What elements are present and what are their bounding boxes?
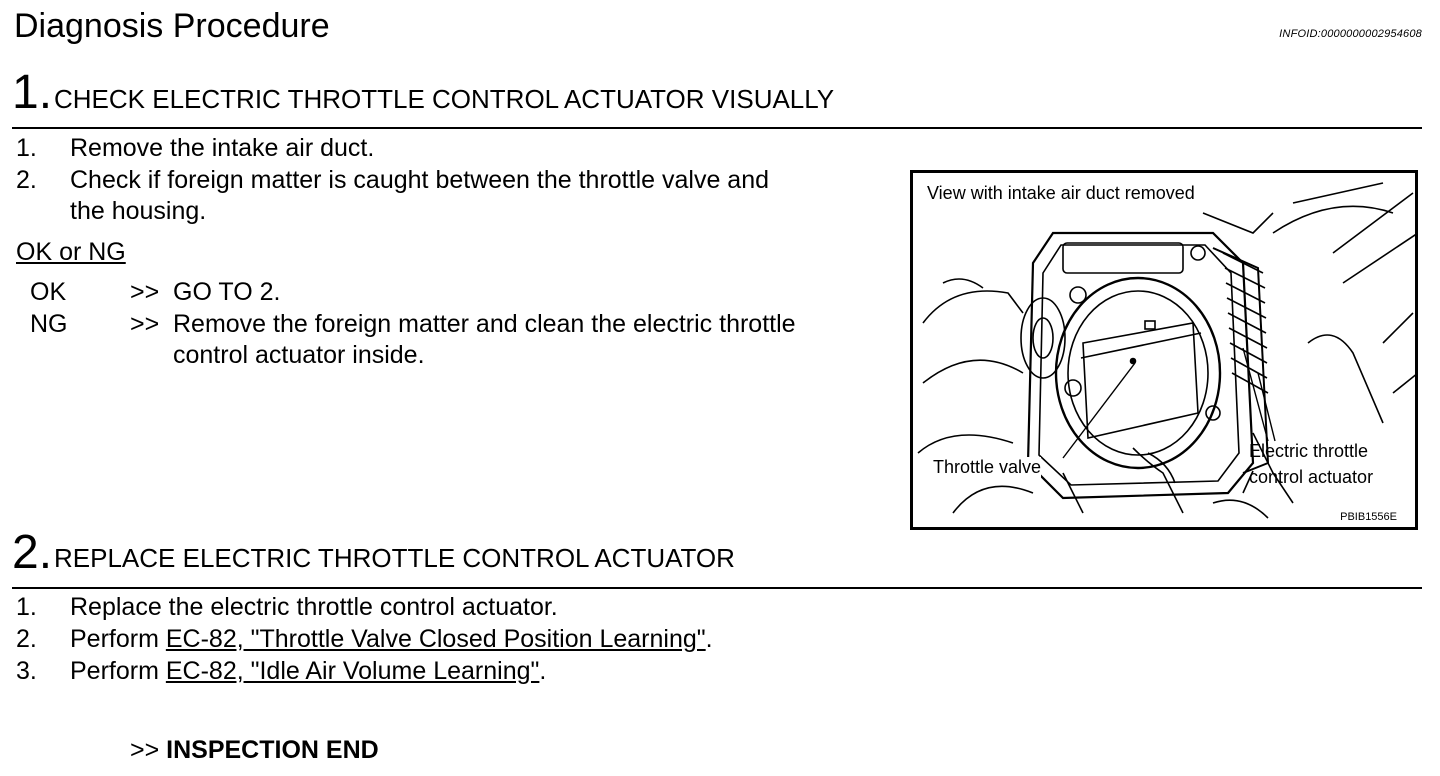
actuator-label-line2: control actuator: [1249, 467, 1374, 487]
inspection-end-arrow: >>: [130, 736, 160, 764]
step1-item-2-number: 2.: [16, 166, 37, 194]
throttle-valve-label: Throttle valve: [933, 457, 1042, 478]
page-title: Diagnosis Procedure: [14, 7, 330, 45]
step1-item-2-text-cont: the housing.: [70, 197, 207, 225]
ok-or-ng-label: OK or NG: [16, 238, 126, 266]
step2-item-3-suffix: .: [539, 657, 547, 685]
throttle-body-illustration: View with intake air duct removed Thrott…: [910, 170, 1418, 530]
result-ok-arrow: >>: [130, 278, 160, 306]
figure-caption: View with intake air duct removed: [927, 183, 1195, 203]
step1-title: CHECK ELECTRIC THROTTLE CONTROL ACTUATOR…: [54, 84, 835, 114]
result-ng-arrow: >>: [130, 310, 160, 338]
step2-item-2-number: 2.: [16, 625, 37, 653]
link-idle-air-volume-learning[interactable]: EC-82, "Idle Air Volume Learning": [165, 657, 540, 685]
actuator-label-line1: Electric throttle: [1249, 441, 1369, 461]
result-ng-text-cont: control actuator inside.: [173, 341, 425, 369]
step2-divider: [12, 587, 1422, 589]
step2-item-2-prefix: Perform: [70, 625, 166, 653]
step2-title: REPLACE ELECTRIC THROTTLE CONTROL ACTUAT…: [54, 543, 735, 573]
step2-item-1-text: Replace the electric throttle control ac…: [70, 593, 558, 621]
link-throttle-valve-closed-position-learning[interactable]: EC-82, "Throttle Valve Closed Position L…: [165, 625, 706, 653]
step1-divider: [12, 127, 1422, 129]
step1-item-2-text: Check if foreign matter is caught betwee…: [70, 166, 769, 194]
step1-number: 1.: [12, 66, 53, 119]
result-ng-key: NG: [30, 310, 68, 338]
result-ng-text: Remove the foreign matter and clean the …: [173, 310, 796, 338]
step2-item-3-number: 3.: [16, 657, 37, 685]
result-ok-text: GO TO 2.: [173, 278, 281, 306]
step1-item-1-number: 1.: [16, 134, 37, 162]
step2-item-3-text: Perform EC-82, "Idle Air Volume Learning…: [70, 656, 546, 687]
step1-item-1-text: Remove the intake air duct.: [70, 134, 375, 162]
step2-item-2-suffix: .: [705, 625, 713, 653]
step2-item-1-number: 1.: [16, 593, 37, 621]
step2-item-3-prefix: Perform: [70, 657, 166, 685]
throttle-body-drawing: [917, 182, 1415, 519]
inspection-end: >> INSPECTION END: [130, 736, 379, 765]
figure-code: PBIB1556E: [1340, 511, 1397, 523]
inspection-end-text: INSPECTION END: [166, 736, 379, 764]
info-id: INFOID:0000000002954608: [1279, 28, 1422, 40]
step2-item-2-text: Perform EC-82, "Throttle Valve Closed Po…: [70, 624, 713, 655]
step2-number: 2.: [12, 526, 53, 579]
result-ok-key: OK: [30, 278, 67, 306]
